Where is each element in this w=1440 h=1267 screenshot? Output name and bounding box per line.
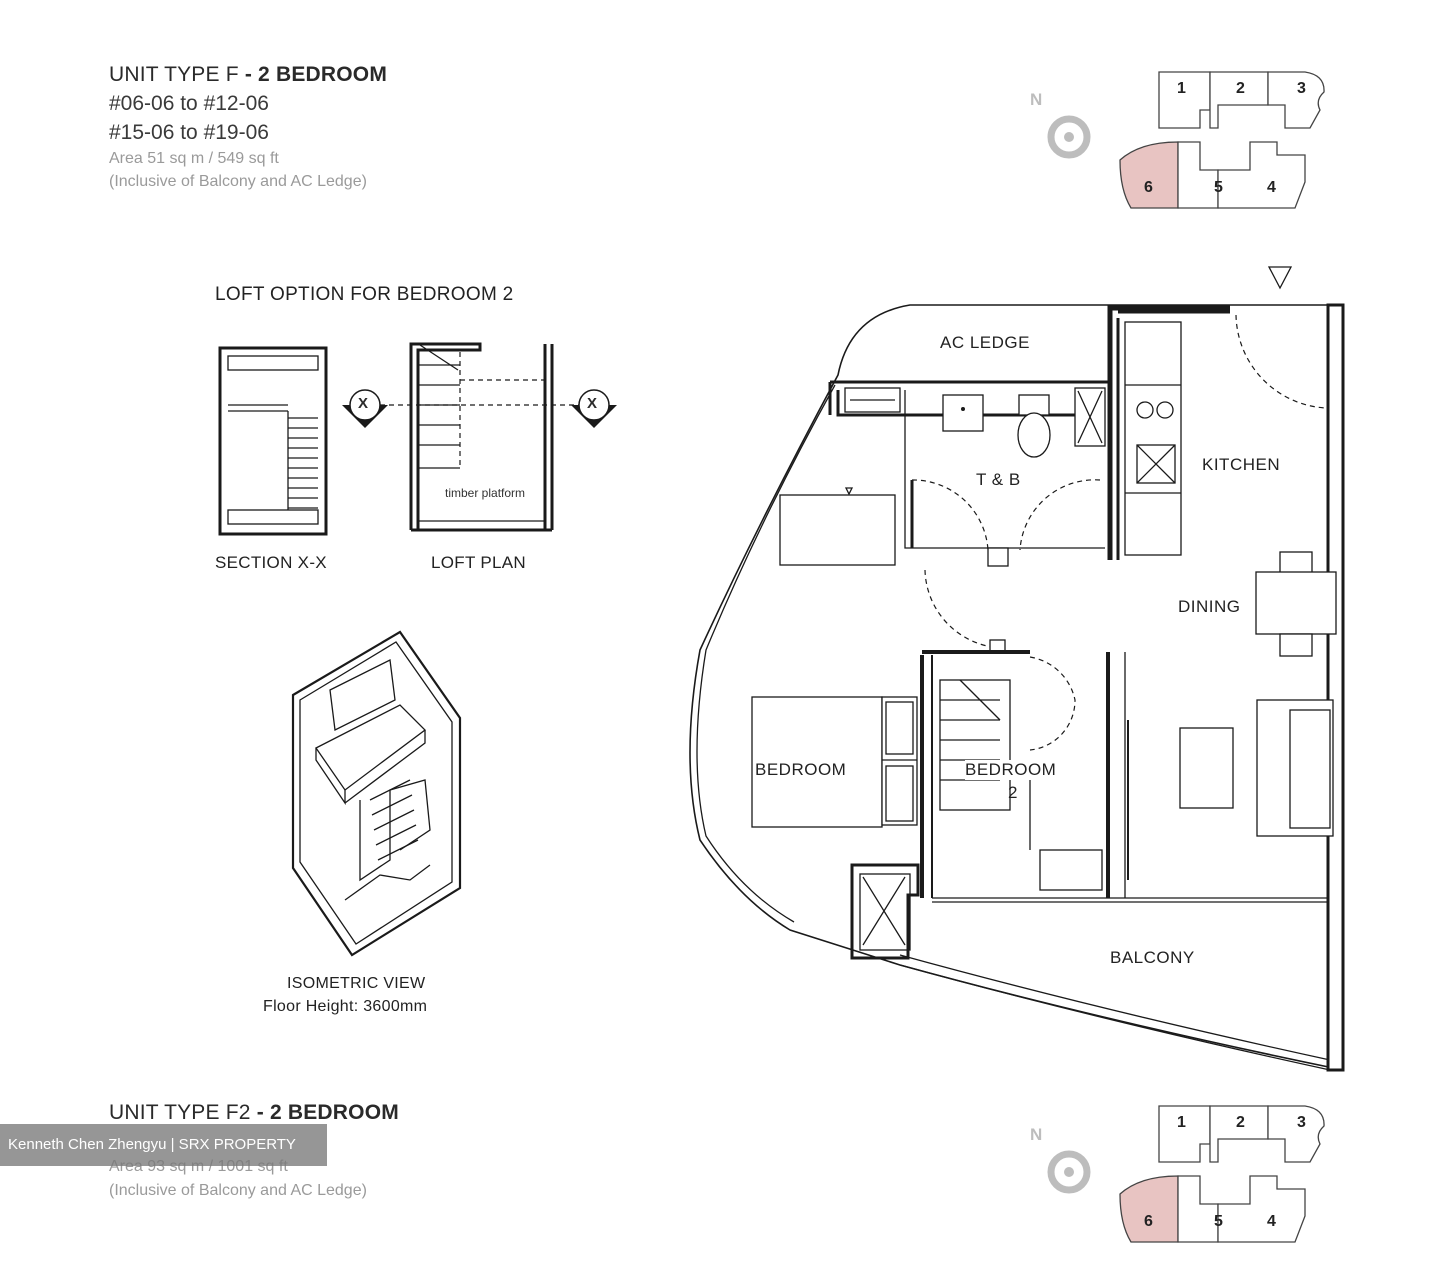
- toilet-icon: [1017, 412, 1051, 458]
- key-plan-top: [1119, 71, 1325, 209]
- dining-label: DINING: [1178, 597, 1241, 616]
- ac-ledge-label: AC LEDGE: [940, 333, 1030, 352]
- key-unit-4-bottom: 4: [1267, 1213, 1276, 1230]
- right-wall: [1326, 303, 1345, 1072]
- balcony-label: BALCONY: [1110, 948, 1195, 967]
- unit-area-note: (Inclusive of Balcony and AC Ledge): [109, 173, 367, 190]
- floor-height-label: Floor Height: 3600mm: [263, 998, 428, 1015]
- key-plan-bottom: [1119, 1105, 1325, 1243]
- hob-icon: [1136, 401, 1154, 419]
- timber-platform-label: timber platform: [445, 486, 526, 500]
- agent-watermark: Kenneth Chen Zhengyu | SRX PROPERTY: [0, 1124, 327, 1166]
- footer-unit-title: UNIT TYPE F2 - 2 BEDROOM: [109, 1101, 399, 1125]
- entry-arrow-icon: [1267, 266, 1293, 290]
- outer-facade: [689, 304, 1344, 1071]
- key-unit-6: 6: [1144, 179, 1153, 196]
- bedroom2-label: BEDROOM: [965, 760, 1057, 780]
- north-compass-icon-bottom: [1047, 1150, 1091, 1194]
- key-unit-1: 1: [1177, 80, 1186, 97]
- section-marker-left-icon: [342, 389, 388, 428]
- key-unit-5-bottom: 5: [1214, 1213, 1223, 1230]
- section-xx-label: SECTION X-X: [215, 553, 327, 572]
- compass-n-label: N: [1030, 90, 1043, 109]
- bedroom2-number: 2: [1008, 783, 1018, 802]
- footer-unit-title-suffix: - 2 BEDROOM: [256, 1101, 399, 1124]
- unit-range-2: #15-06 to #19-06: [109, 121, 269, 144]
- section-marker-right-icon: [571, 389, 617, 428]
- north-compass-icon: [1047, 115, 1091, 159]
- kitchen-label: KITCHEN: [1202, 455, 1281, 474]
- key-unit-2-bottom: 2: [1236, 1114, 1245, 1131]
- dining-table: [1255, 571, 1337, 635]
- footer-area-note: (Inclusive of Balcony and AC Ledge): [109, 1182, 367, 1199]
- unit-title-suffix: - 2 BEDROOM: [244, 63, 388, 86]
- loft-plan-label: LOFT PLAN: [431, 553, 526, 572]
- kitchen-counter: [1124, 321, 1182, 556]
- unit-title: UNIT TYPE F - 2 BEDROOM: [109, 63, 387, 87]
- unit-title-prefix: UNIT TYPE F: [109, 63, 239, 86]
- key-unit-4: 4: [1267, 179, 1276, 196]
- loft-option-title: LOFT OPTION FOR BEDROOM 2: [215, 284, 514, 305]
- key-unit-5: 5: [1214, 179, 1223, 196]
- main-door-swing: [1235, 314, 1327, 409]
- tnb-label: T & B: [976, 470, 1021, 489]
- isometric-label: ISOMETRIC VIEW: [287, 975, 426, 992]
- main-bedroom-label: BEDROOM: [755, 760, 847, 780]
- footer-unit-title-prefix: UNIT TYPE F2: [109, 1101, 251, 1124]
- key-unit-2: 2: [1236, 80, 1245, 97]
- section-marker-left-label: X: [358, 395, 369, 412]
- section-xx-drawing: [218, 346, 328, 536]
- key-unit-3: 3: [1297, 80, 1306, 97]
- key-unit-3-bottom: 3: [1297, 1114, 1306, 1131]
- key-unit-1-bottom: 1: [1177, 1114, 1186, 1131]
- compass-n-label-bottom: N: [1030, 1125, 1043, 1144]
- basin-icon: [942, 394, 984, 432]
- coffee-table: [1179, 727, 1234, 809]
- study-desk: [1039, 849, 1103, 891]
- unit-area: Area 51 sq m / 549 sq ft: [109, 150, 279, 167]
- sofa: [1256, 699, 1334, 837]
- unit-range-1: #06-06 to #12-06: [109, 92, 269, 115]
- key-unit-6-bottom: 6: [1144, 1213, 1153, 1230]
- loft-plan-drawing: [409, 342, 554, 532]
- section-marker-right-label: X: [587, 395, 598, 412]
